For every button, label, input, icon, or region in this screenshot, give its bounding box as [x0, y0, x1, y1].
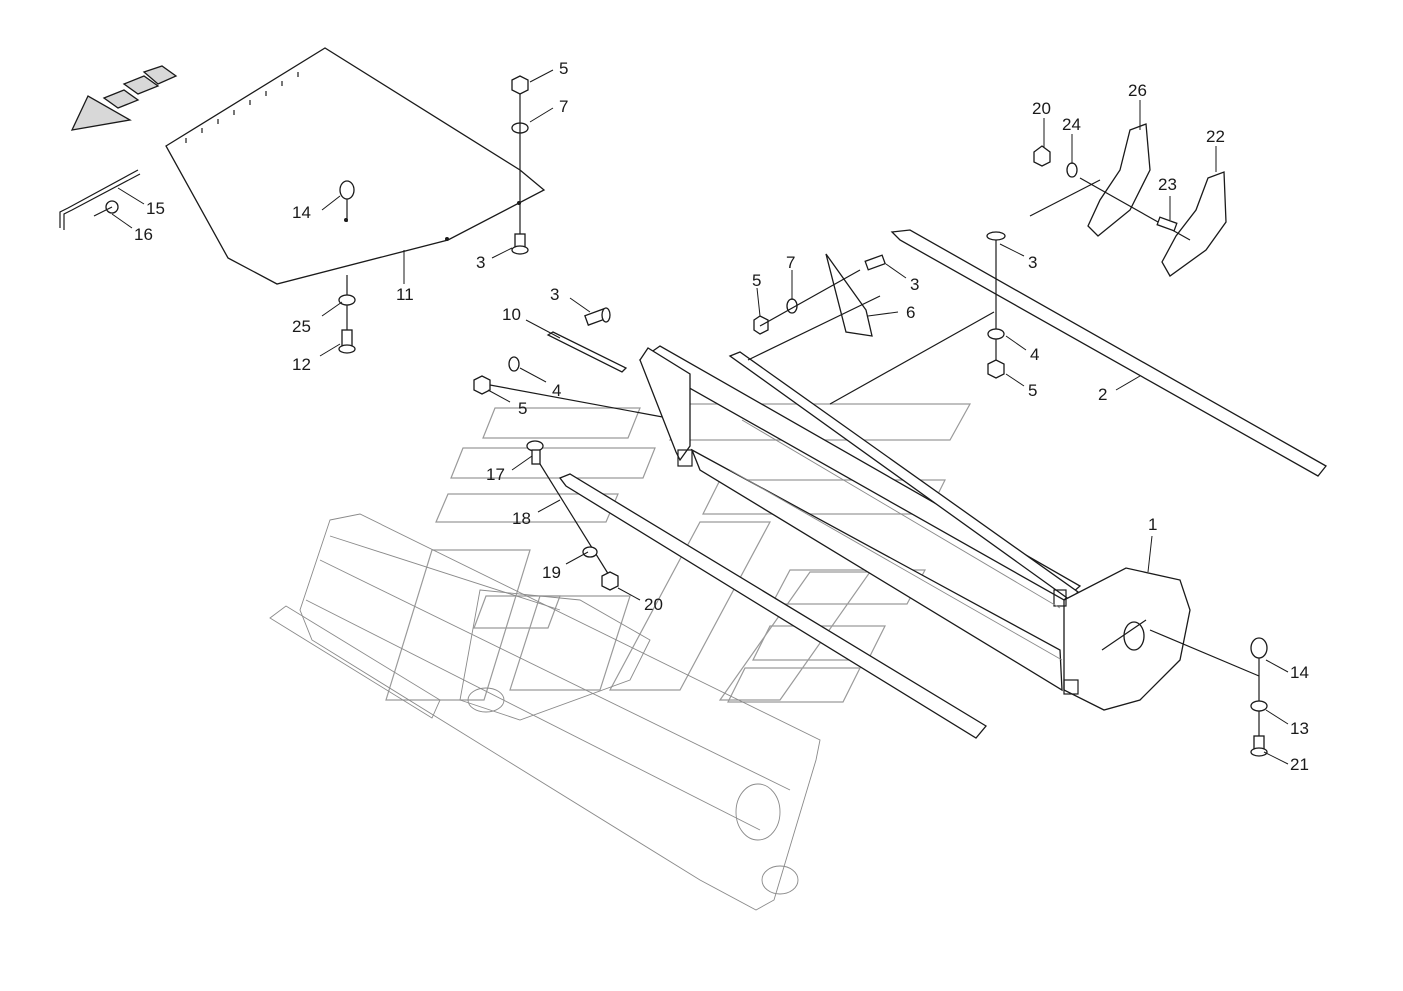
callout-10: 10: [502, 305, 521, 324]
callout-7: 7: [559, 97, 568, 116]
eye-bolt-14-upper: [339, 180, 355, 222]
bolt-3-middle: [584, 307, 611, 326]
callout-17: 17: [486, 465, 505, 484]
callout-19: 19: [542, 563, 561, 582]
callout-18: 18: [512, 509, 531, 528]
callout-11: 11: [396, 285, 414, 304]
locking-rod-15: [59, 169, 141, 230]
callout-20: 20: [1032, 99, 1051, 118]
callout-20: 20: [644, 595, 663, 614]
callout-15: 15: [146, 199, 165, 218]
callout-3: 3: [910, 275, 919, 294]
callout-5: 5: [518, 399, 527, 418]
side-plate-26: [1087, 123, 1151, 237]
fastener-stack-upper-right: [1029, 145, 1191, 241]
fastener-stack-bottom-cover: [338, 275, 356, 354]
lower-bar: [558, 473, 987, 739]
callout-23: 23: [1158, 175, 1177, 194]
callout-2: 2: [1098, 385, 1107, 404]
side-plate-22: [1161, 171, 1227, 277]
fastener-stack-plate-6: [747, 254, 887, 361]
callout-22: 22: [1206, 127, 1225, 146]
cover-plate-11: [165, 47, 546, 285]
callout-16: 16: [134, 225, 153, 244]
callout-14: 14: [1290, 663, 1309, 682]
fastener-stack-bar-2: [829, 231, 1006, 405]
callout-5: 5: [752, 271, 761, 290]
callout-12: 12: [292, 355, 311, 374]
callout-21: 21: [1290, 755, 1309, 774]
callout-4: 4: [552, 381, 561, 400]
callout-14: 14: [292, 203, 311, 222]
background-machine-outline: [269, 513, 821, 911]
callout-7: 7: [786, 253, 795, 272]
callout-3: 3: [476, 253, 485, 272]
callout-3: 3: [550, 285, 559, 304]
callout-6: 6: [906, 303, 915, 322]
callout-26: 26: [1128, 81, 1147, 100]
fastener-stack-lower-bar: [526, 440, 619, 591]
direction-arrow-icon: [70, 65, 178, 131]
leader-lines: [111, 69, 1289, 765]
callout-4: 4: [1030, 345, 1039, 364]
callout-1: 1: [1148, 515, 1157, 534]
bar-2: [890, 229, 1327, 477]
callout-5: 5: [559, 59, 568, 78]
main-frame-1: [638, 345, 1191, 711]
callout-13: 13: [1290, 719, 1309, 738]
plate-6: [825, 253, 873, 337]
fastener-stack-right-cover: [511, 75, 529, 255]
callout-labels: 5 7 14 3 15 16 11 25 12 3 10 4 5 5 7 3 6…: [134, 59, 1309, 774]
callout-24: 24: [1062, 115, 1081, 134]
callout-25: 25: [292, 317, 311, 336]
callout-3: 3: [1028, 253, 1037, 272]
fastener-stack-right-side: [1149, 629, 1268, 757]
nut-washer-left: [473, 356, 669, 419]
watermark-logo: [385, 403, 972, 703]
spring-pin-16: [93, 200, 119, 217]
callout-5: 5: [1028, 381, 1037, 400]
